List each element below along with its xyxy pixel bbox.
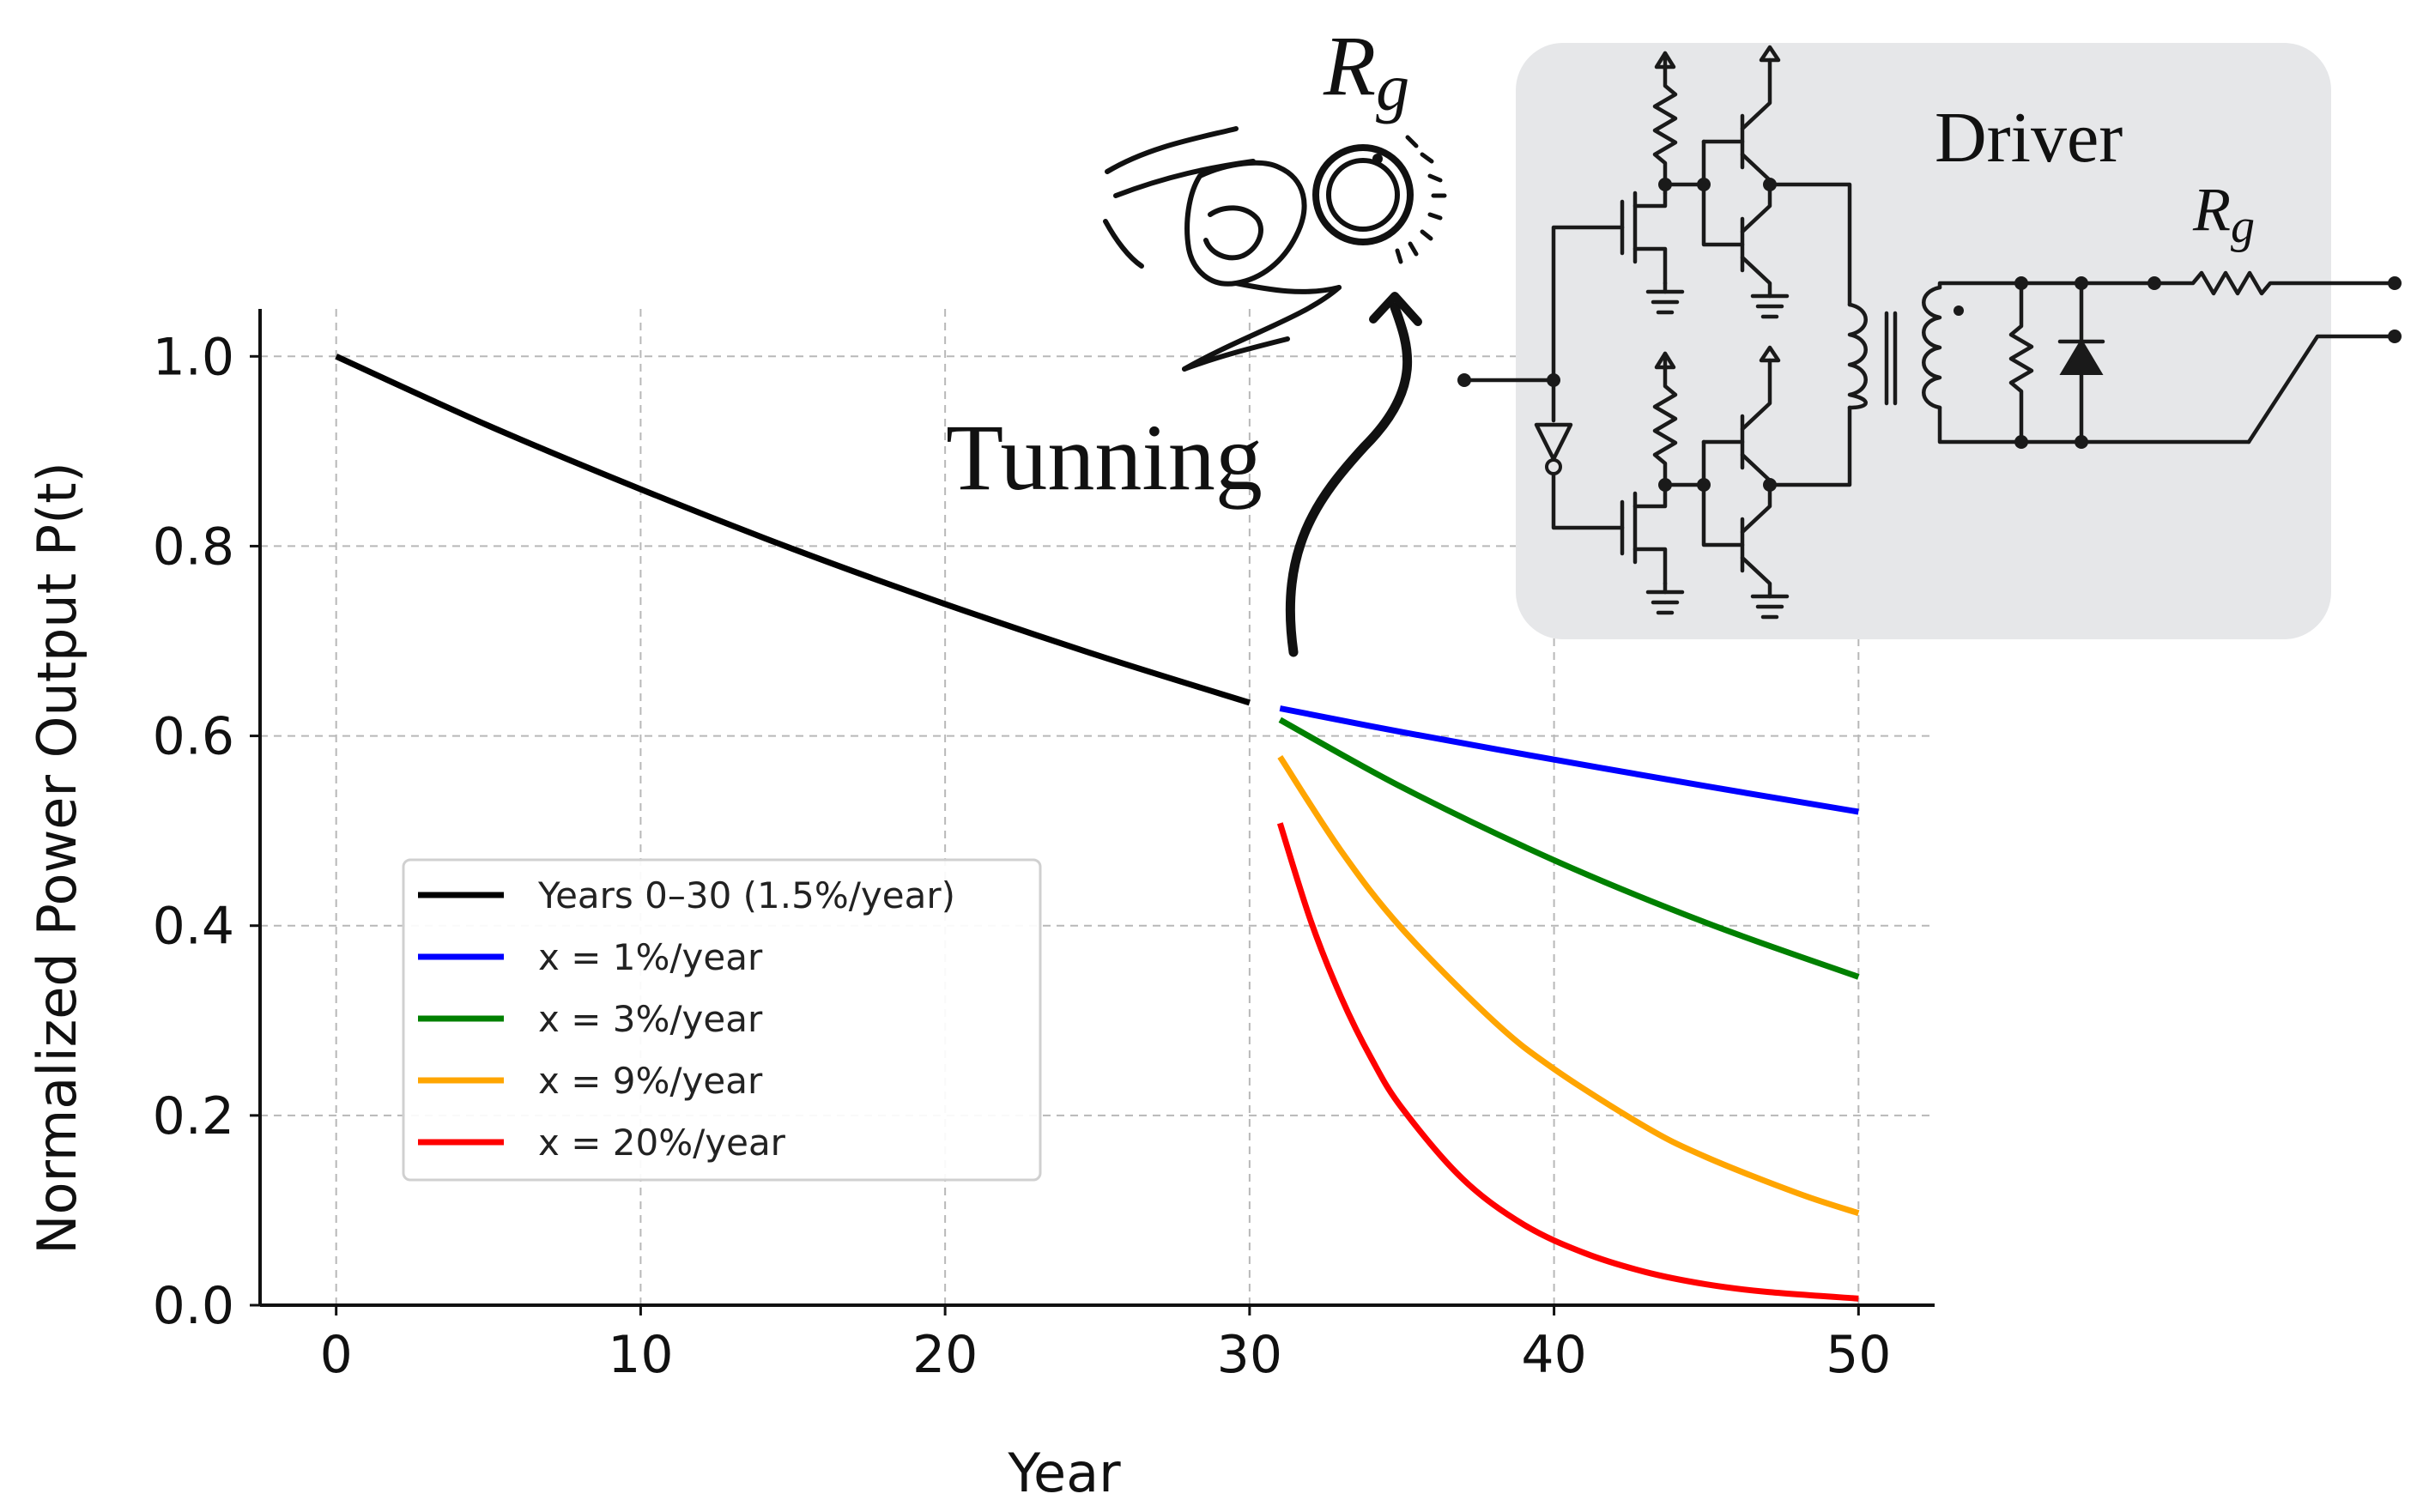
- legend-label: x = 20%/year: [538, 1122, 786, 1164]
- driver-panel: [1516, 43, 2331, 639]
- y-axis-label: Normalized Power Output P(t): [26, 462, 88, 1255]
- y-tick-label: 0.2: [153, 1086, 234, 1146]
- x-tick-label: 30: [1217, 1325, 1282, 1385]
- series-line-1: [1279, 705, 1859, 815]
- series-line-4: [1276, 822, 1859, 1302]
- y-tick-label: 0.6: [153, 707, 234, 767]
- legend-label: x = 3%/year: [538, 998, 763, 1040]
- x-tick-label: 0: [320, 1325, 353, 1385]
- x-tick-label: 20: [912, 1325, 978, 1385]
- driver-title: Driver: [1935, 98, 2123, 178]
- legend-label: Years 0–30 (1.5%/year): [537, 874, 955, 916]
- ticks: 0 10 20 30 40 50 0.0 0.2 0.4 0.6 0.8 1.0: [153, 327, 1892, 1385]
- y-tick-label: 1.0: [153, 327, 234, 387]
- legend: Years 0–30 (1.5%/year) x = 1%/year x = 3%/…: [402, 858, 1042, 1182]
- axes: [258, 309, 1935, 1307]
- tuning-annotation: Tunning Rg: [946, 18, 1447, 657]
- driver-rg-label: Rg: [2192, 175, 2255, 253]
- hand-icon: [1103, 126, 1342, 372]
- series-line-3: [1277, 754, 1860, 1217]
- knob-rg-label: Rg: [1323, 18, 1409, 124]
- driver-schematic: [1457, 45, 2402, 620]
- knob-icon: [1312, 135, 1447, 264]
- tuning-arrowhead: [1369, 292, 1422, 326]
- legend-label: x = 9%/year: [538, 1060, 763, 1102]
- driver-circuit: Driver Rg: [1457, 43, 2402, 639]
- series-line-0: [335, 354, 1251, 706]
- series-layer: [335, 354, 1860, 1302]
- legend-items: Years 0–30 (1.5%/year) x = 1%/year x = 3%/…: [418, 874, 955, 1164]
- y-tick-label: 0.0: [153, 1276, 234, 1336]
- series-line-2: [1278, 717, 1860, 980]
- tuning-arrow: [1285, 302, 1413, 657]
- x-tick-label: 10: [608, 1325, 673, 1385]
- tuning-label: Tunning: [946, 405, 1263, 510]
- y-tick-label: 0.8: [153, 517, 234, 577]
- legend-box: [402, 858, 1042, 1182]
- x-tick-label: 40: [1521, 1325, 1586, 1385]
- legend-label: x = 1%/year: [538, 936, 763, 978]
- x-tick-label: 50: [1826, 1325, 1891, 1385]
- y-tick-label: 0.4: [153, 897, 234, 957]
- x-axis-label: Year: [1007, 1442, 1121, 1504]
